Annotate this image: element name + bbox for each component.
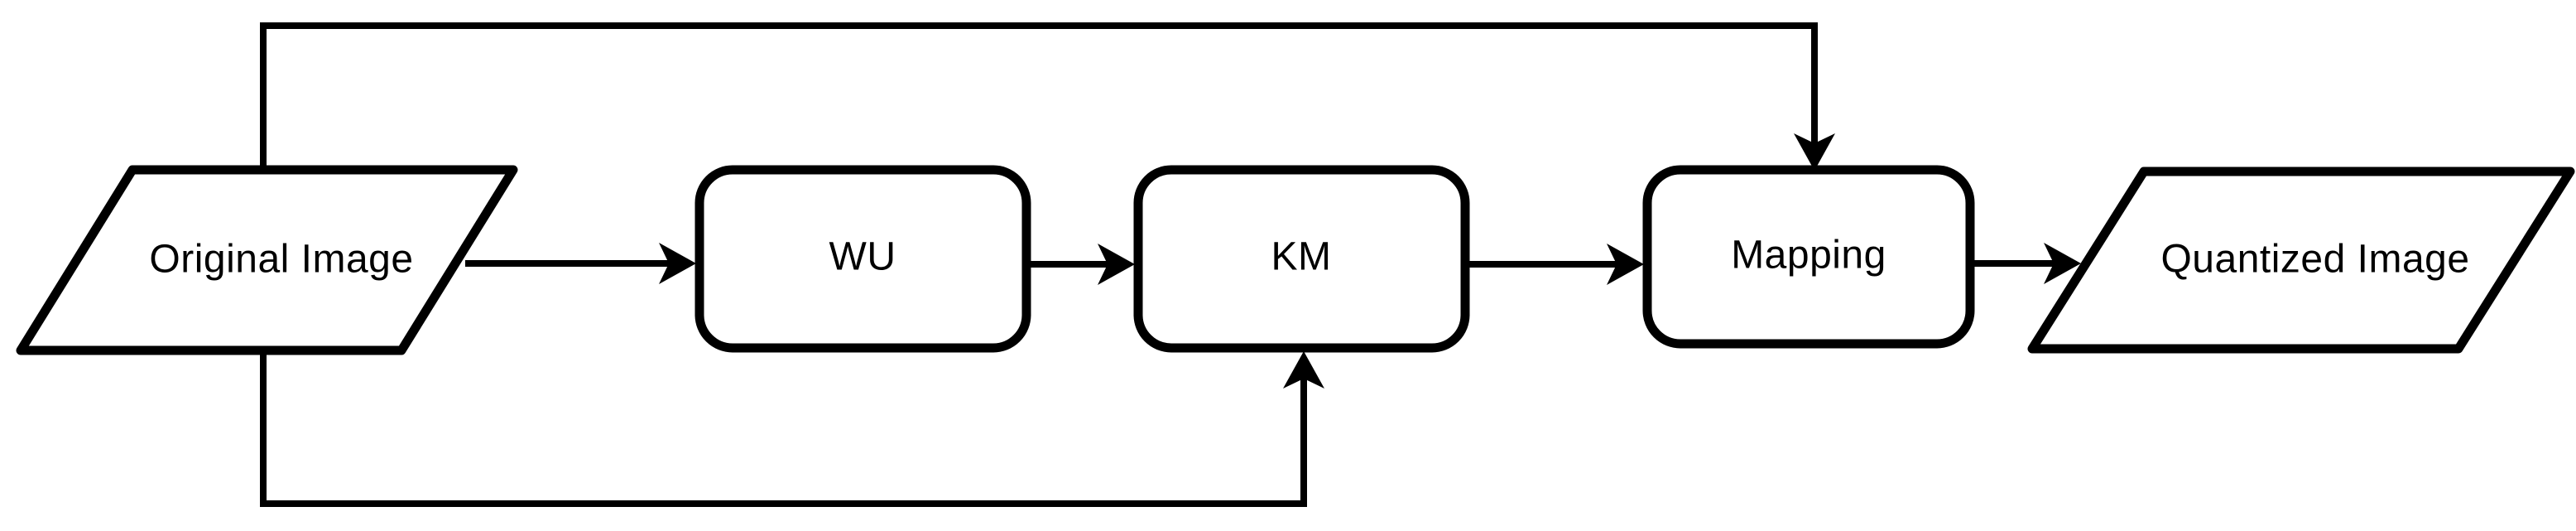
edge-mapping-to-quantized-arrowhead <box>2044 243 2081 284</box>
edge-wu-to-km-arrowhead <box>1098 244 1135 285</box>
edge-original-to-mapping-feedback-line <box>260 22 1818 170</box>
original-image-shape <box>16 165 518 355</box>
mapping-shape <box>1642 165 1975 349</box>
edge-km-to-mapping <box>1465 244 1644 285</box>
km-label: KM <box>1271 235 1332 279</box>
node-km[interactable]: KM <box>1133 165 1470 353</box>
km-shape <box>1133 165 1470 353</box>
edge-original-to-mapping-feedback <box>260 22 1835 171</box>
node-wu[interactable]: WU <box>694 165 1031 353</box>
edge-original-to-mapping-feedback-arrowhead <box>1794 133 1835 171</box>
mapping-label: Mapping <box>1731 234 1886 278</box>
edge-original-to-km-feedback-arrowhead <box>1283 351 1324 389</box>
edge-original-to-km-feedback-line <box>260 350 1307 507</box>
wu-shape <box>694 165 1031 353</box>
quantized-image-label: Quantized Image <box>2160 238 2469 282</box>
edge-wu-to-km <box>1026 244 1135 285</box>
node-original-image[interactable]: Original Image <box>16 165 518 355</box>
edge-original-to-km-feedback <box>260 350 1324 507</box>
node-quantized-image[interactable]: Quantized Image <box>2027 167 2575 354</box>
edge-original-to-wu <box>465 243 696 284</box>
edge-original-to-wu-arrowhead <box>659 243 696 284</box>
quantized-image-shape <box>2027 167 2575 354</box>
wu-label: WU <box>829 235 896 279</box>
edge-km-to-mapping-arrowhead <box>1607 244 1644 285</box>
edge-mapping-to-quantized <box>1970 243 2081 284</box>
node-mapping[interactable]: Mapping <box>1642 165 1975 349</box>
original-image-label: Original Image <box>149 238 413 282</box>
